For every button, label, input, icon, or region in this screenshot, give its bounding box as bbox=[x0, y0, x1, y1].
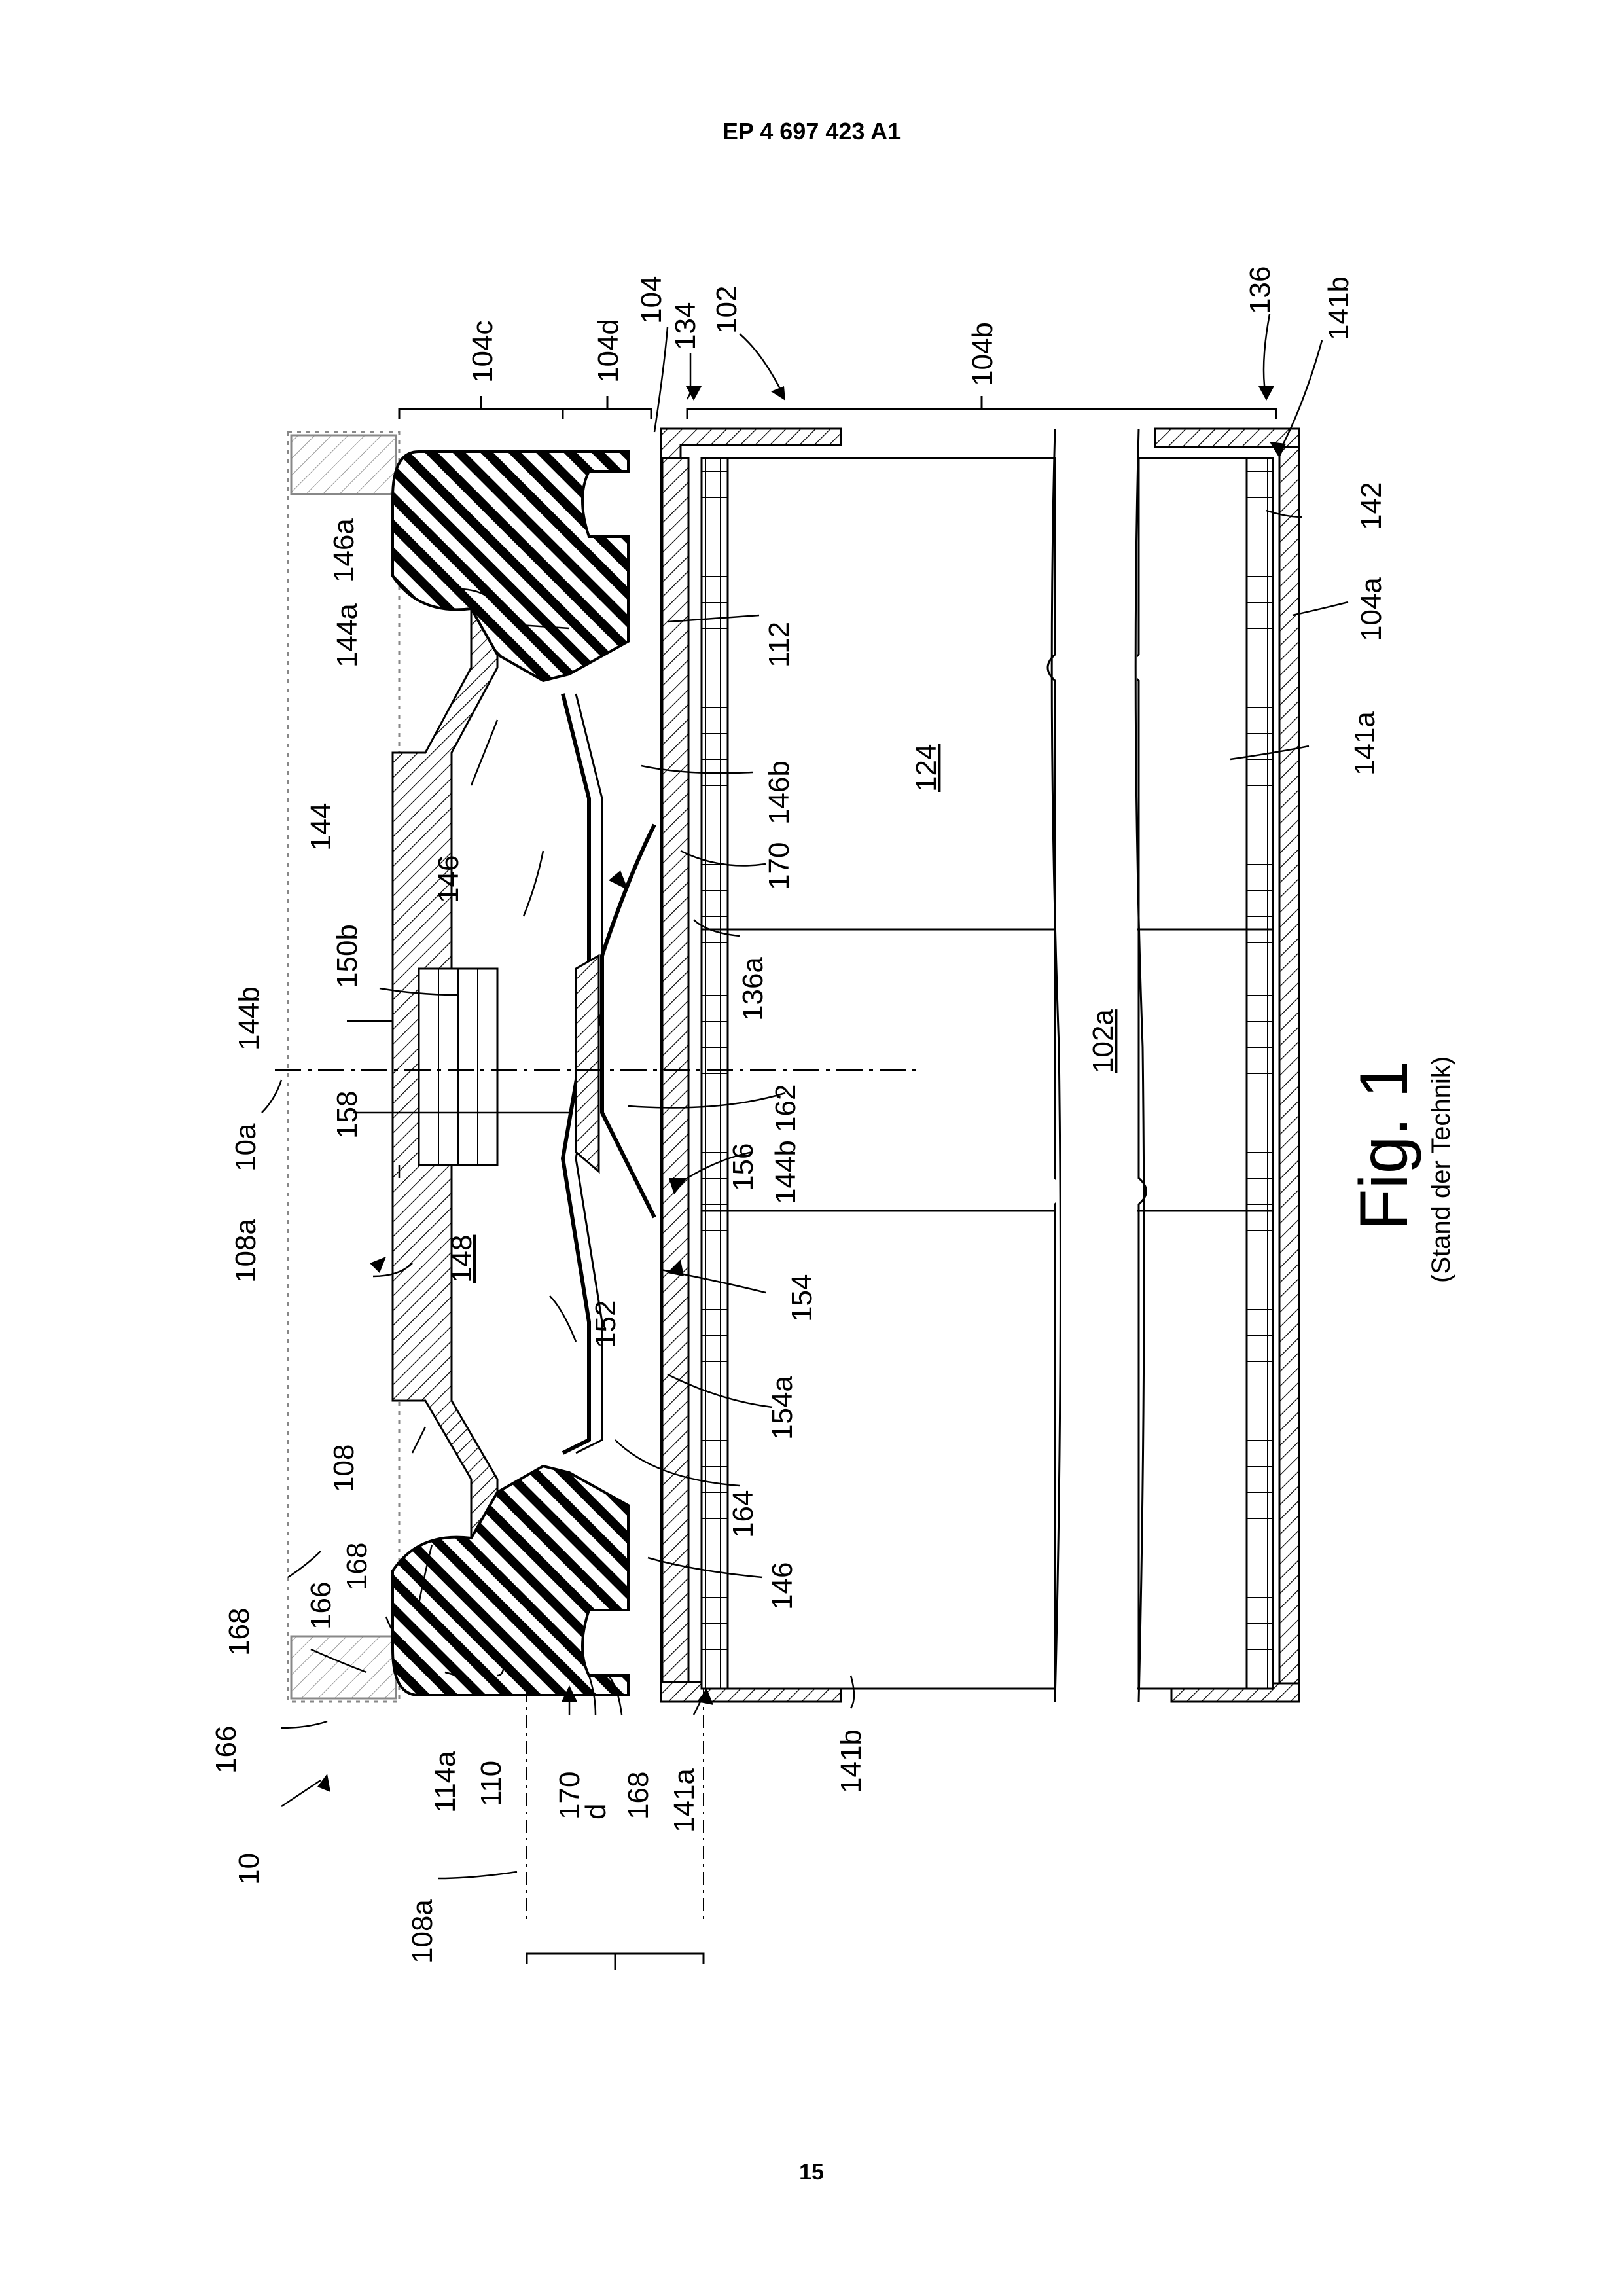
label-156: 162 bbox=[770, 1085, 802, 1132]
label-158: 164 bbox=[727, 1490, 759, 1538]
label-160-inner: 166 bbox=[305, 1582, 337, 1630]
label-144a: 144a bbox=[331, 603, 363, 668]
gasket-110-top bbox=[393, 452, 628, 681]
label-114a: 134 bbox=[669, 302, 702, 350]
brace-104d bbox=[563, 396, 651, 419]
label-10a: 10a bbox=[230, 1123, 262, 1172]
component-160-bottom bbox=[291, 1636, 396, 1698]
label-112: 114a bbox=[429, 1751, 461, 1813]
label-166: d bbox=[580, 1804, 612, 1820]
label-160-outer: 166 bbox=[210, 1726, 242, 1774]
label-144: 144 bbox=[305, 803, 337, 851]
brace-104c bbox=[399, 396, 563, 419]
label-104b: 104b bbox=[967, 322, 999, 386]
label-114b: 136 bbox=[1244, 266, 1276, 314]
label-102: 102 bbox=[711, 286, 743, 334]
label-124: 136a bbox=[737, 957, 769, 1021]
cell-body-114 bbox=[728, 458, 1247, 1689]
gasket-110-bottom bbox=[393, 1466, 628, 1695]
label-152: 154 bbox=[786, 1274, 818, 1322]
label-148: 148 bbox=[446, 1235, 478, 1283]
label-136a: 141b bbox=[835, 1729, 867, 1793]
label-104: 104 bbox=[635, 276, 668, 324]
electrode-stack-134-top bbox=[702, 458, 728, 1689]
electrode-stack-134-bottom bbox=[1247, 458, 1273, 1689]
figure-title: Fig. 1 bbox=[1346, 1060, 1422, 1230]
label-141b: 141b bbox=[1323, 276, 1355, 340]
label-162-outer: 168 bbox=[223, 1608, 255, 1656]
label-104d: 104d bbox=[592, 319, 624, 383]
cross-section bbox=[262, 314, 1348, 1970]
label-142a: 146 bbox=[766, 1562, 798, 1610]
housing-wall-104a bbox=[1279, 429, 1299, 1702]
label-106: 108 bbox=[328, 1444, 360, 1492]
label-150b: 152 bbox=[590, 1300, 622, 1348]
label-162-inner: 168 bbox=[341, 1543, 373, 1590]
label-142: 144b bbox=[770, 1140, 802, 1204]
label-154: 156 bbox=[727, 1143, 759, 1191]
label-146a: 146a bbox=[328, 518, 360, 583]
label-136: 141a bbox=[1349, 711, 1381, 776]
bulge-154 bbox=[576, 956, 599, 1172]
label-154a: 158 bbox=[331, 1091, 363, 1139]
label-10: 10 bbox=[233, 1853, 265, 1885]
label-114: 124 bbox=[910, 744, 942, 792]
label-104c: 104c bbox=[467, 321, 499, 383]
label-134: 142 bbox=[1355, 482, 1387, 530]
label-104a: 104a bbox=[1355, 577, 1387, 641]
label-168: 168 bbox=[622, 1772, 654, 1820]
label-144b: 144b bbox=[233, 986, 265, 1050]
label-110: 110 bbox=[475, 1761, 507, 1806]
label-102a: 102a bbox=[1087, 1009, 1119, 1073]
page-number: 15 bbox=[0, 2160, 1623, 2185]
label-108a: 108a bbox=[406, 1899, 438, 1964]
dimension-brace-d bbox=[527, 1954, 704, 1970]
component-160-top bbox=[291, 435, 396, 494]
label-150a: 150b bbox=[331, 924, 363, 988]
label-146b: 146b bbox=[763, 761, 795, 825]
brace-104b bbox=[687, 396, 1276, 419]
label-152a: 154a bbox=[766, 1376, 798, 1440]
label-170: 170 bbox=[763, 842, 795, 890]
label-108: 108a bbox=[230, 1219, 262, 1283]
figure-subtitle: (Stand der Technik) bbox=[1427, 1056, 1455, 1283]
label-110a: 112 bbox=[763, 622, 795, 668]
label-141a: 141a bbox=[668, 1768, 700, 1833]
bulge-142 bbox=[602, 825, 654, 1217]
label-146: 146 bbox=[433, 855, 465, 903]
